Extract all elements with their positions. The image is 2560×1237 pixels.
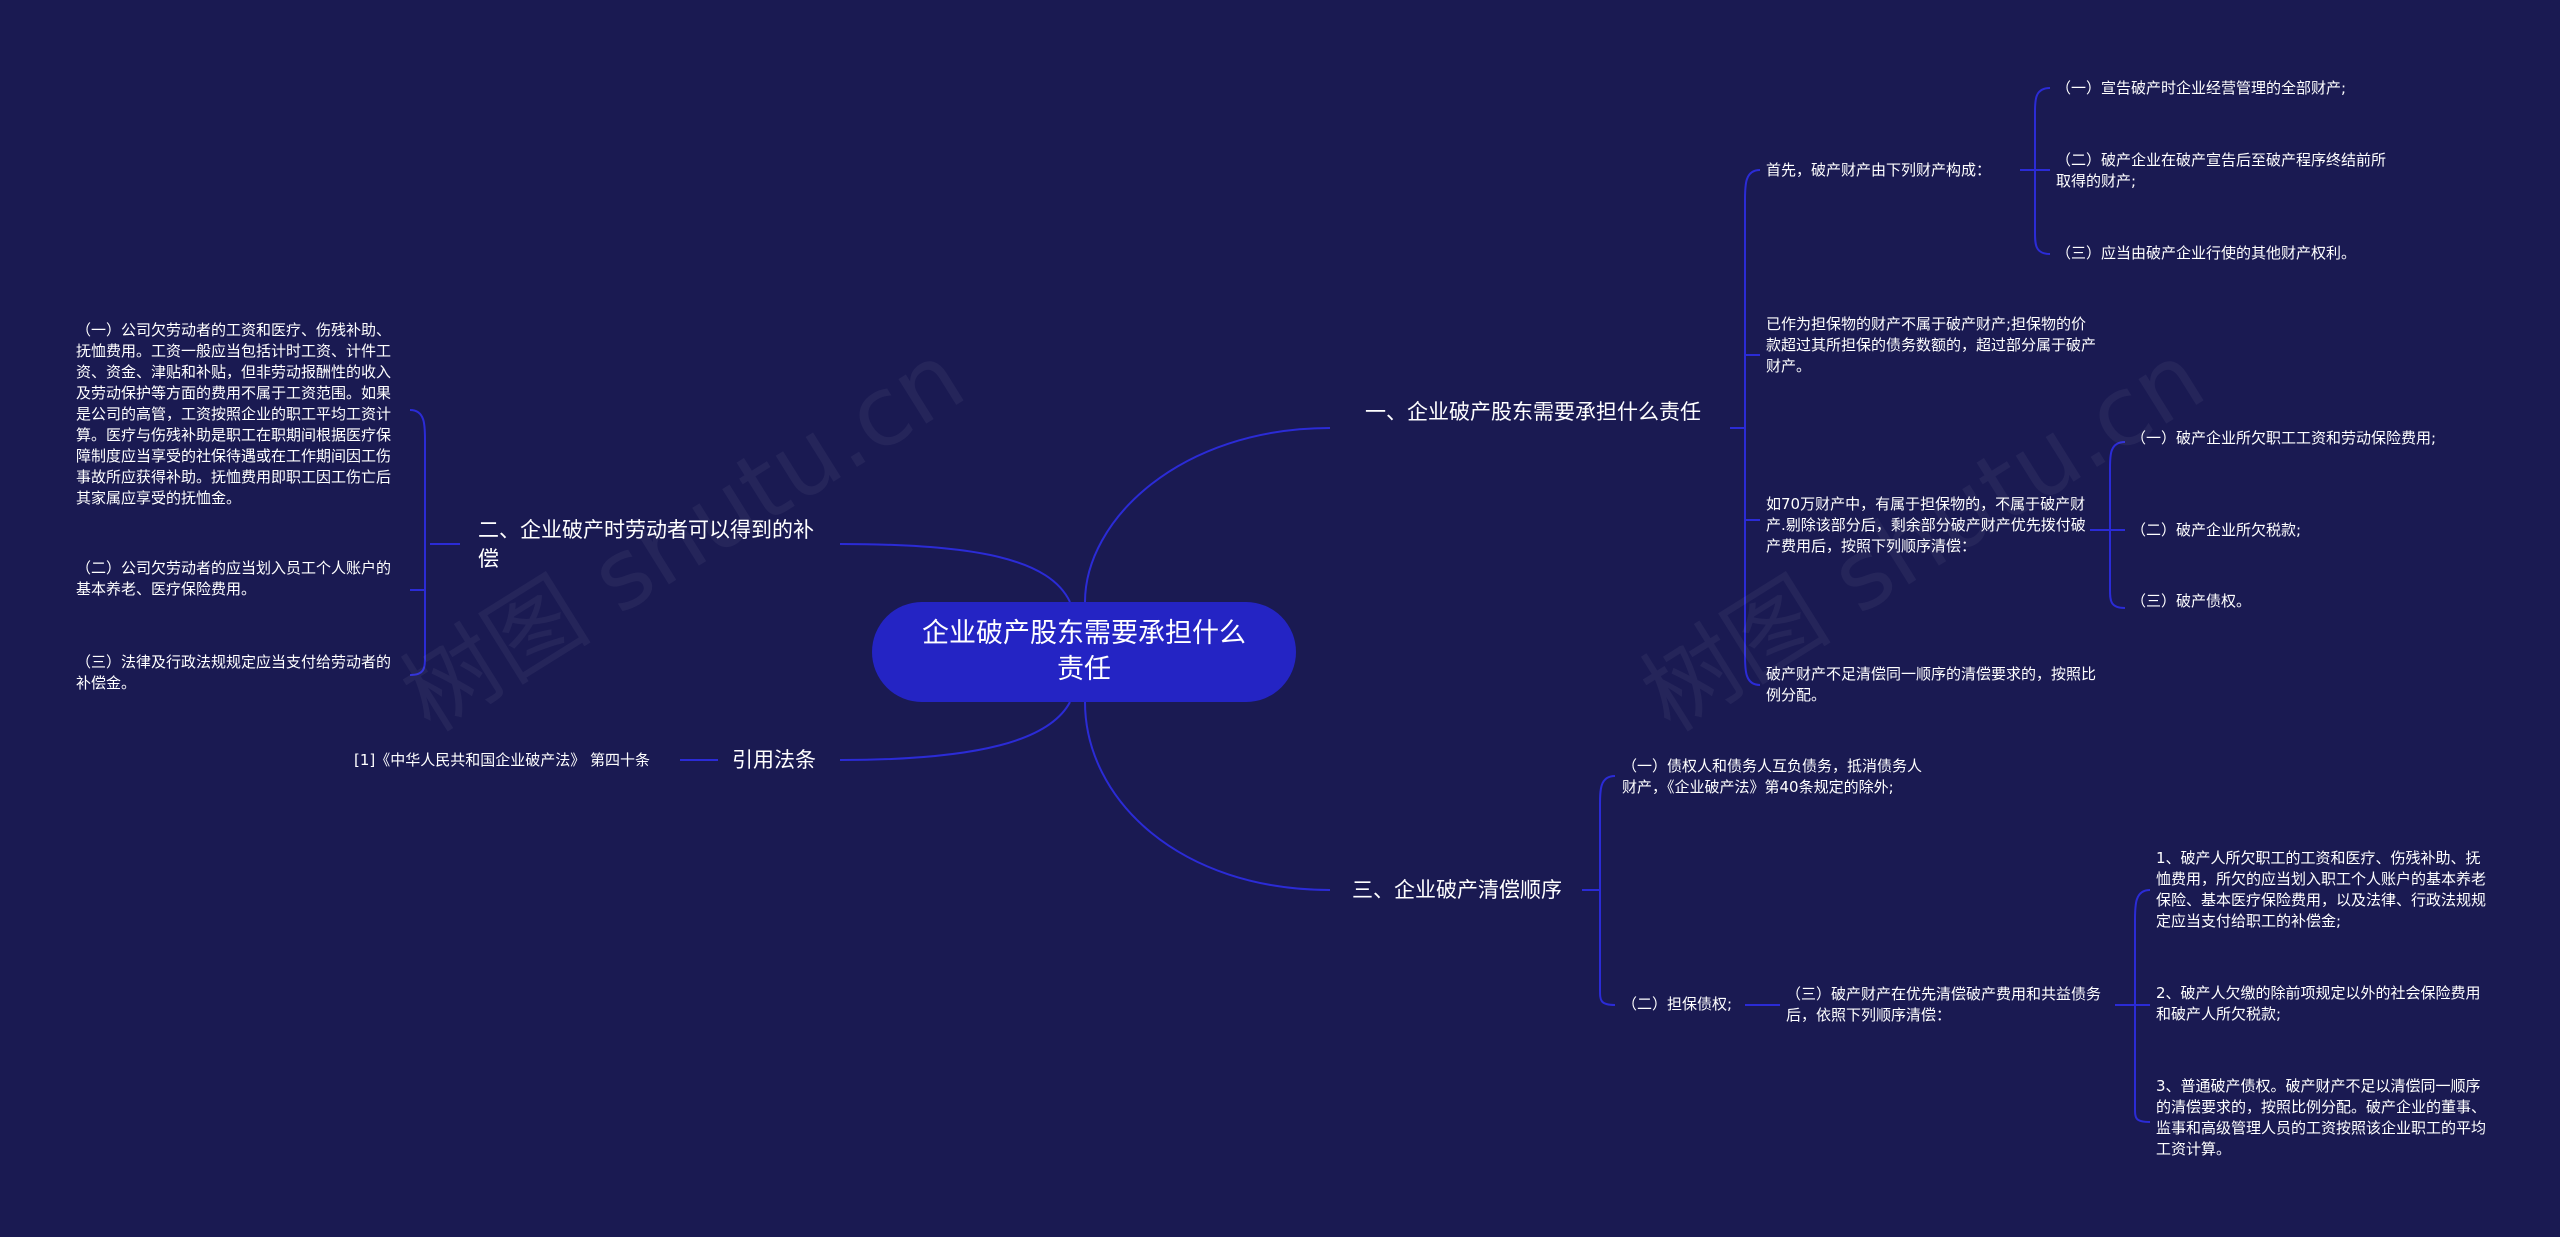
b1-item-1-child-1[interactable]: （一）宣告破产时企业经营管理的全部财产; [2056, 79, 2347, 97]
b1-item-3[interactable]: 如70万财产中，有属于担保物的，不属于破产财产.剔除该部分后，剩余部分破产财产优… [1766, 495, 2086, 555]
branch-1-title[interactable]: 一、企业破产股东需要承担什么责任 [1365, 400, 1701, 424]
b2-item-3[interactable]: （三）法律及行政法规规定应当支付给劳动者的补偿金。 [76, 653, 392, 692]
link-root-b3 [1084, 701, 1331, 891]
b4-item-1[interactable]: [1]《中华人民共和国企业破产法》 第四十条 [354, 751, 651, 769]
b1-item-4[interactable]: 破产财产不足清偿同一顺序的清偿要求的，按照比例分配。 [1766, 665, 2097, 704]
b1-item-2[interactable]: 已作为担保物的财产不属于破产财产;担保物的价款超过其所担保的债务数额的，超过部分… [1766, 315, 2097, 375]
b1-item-3-child-1[interactable]: （一）破产企业所欠职工工资和劳动保险费用; [2131, 429, 2437, 447]
b3-item-2-sub[interactable]: （三）破产财产在优先清偿破产费用和共益债务后，依照下列顺序清偿： [1786, 985, 2102, 1024]
root-node[interactable]: 企业破产股东需要承担什么责任 [872, 602, 1296, 702]
b3-sub-child-3[interactable]: 3、普通破产债权。破产财产不足以清偿同一顺序的清偿要求的，按照比例分配。破产企业… [2156, 1077, 2487, 1158]
b3-sub-child-1[interactable]: 1、破产人所欠职工的工资和医疗、伤残补助、抚恤费用，所欠的应当划入职工个人账户的… [2156, 849, 2487, 930]
b1-item-3-child-3[interactable]: （三）破产债权。 [2131, 592, 2252, 610]
branch-3-title[interactable]: 三、企业破产清偿顺序 [1352, 878, 1562, 902]
b2-item-1[interactable]: （一）公司欠劳动者的工资和医疗、伤残补助、抚恤费用。工资一般应当包括计时工资、计… [76, 321, 392, 507]
link-root-b2 [839, 543, 1071, 603]
link-root-b1 [1084, 427, 1331, 603]
b1-item-3-child-2[interactable]: （二）破产企业所欠税款; [2131, 521, 2302, 539]
b3-item-2[interactable]: （二）担保债权; [1622, 995, 1733, 1013]
b1-item-1-child-3[interactable]: （三）应当由破产企业行使的其他财产权利。 [2056, 244, 2357, 262]
b3-item-1[interactable]: （一）债权人和债务人互负债务，抵消债务人财产，《企业破产法》第40条规定的除外; [1622, 757, 1923, 796]
b1-item-1[interactable]: 首先，破产财产由下列财产构成： [1766, 161, 1992, 179]
b3-sub-child-2[interactable]: 2、破产人欠缴的除前项规定以外的社会保险费用和破产人所欠税款; [2156, 984, 2481, 1023]
link-root-b4 [839, 701, 1071, 761]
b2-item-2[interactable]: （二）公司欠劳动者的应当划入员工个人账户的基本养老、医疗保险费用。 [76, 559, 392, 598]
root-label: 企业破产股东需要承担什么责任 [922, 618, 1246, 685]
branch-2-title[interactable]: 二、企业破产时劳动者可以得到的补偿 [478, 518, 814, 571]
branch-4-title[interactable]: 引用法条 [732, 748, 816, 772]
b1-item-1-child-2[interactable]: （二）破产企业在破产宣告后至破产程序终结前所取得的财产; [2056, 151, 2387, 190]
